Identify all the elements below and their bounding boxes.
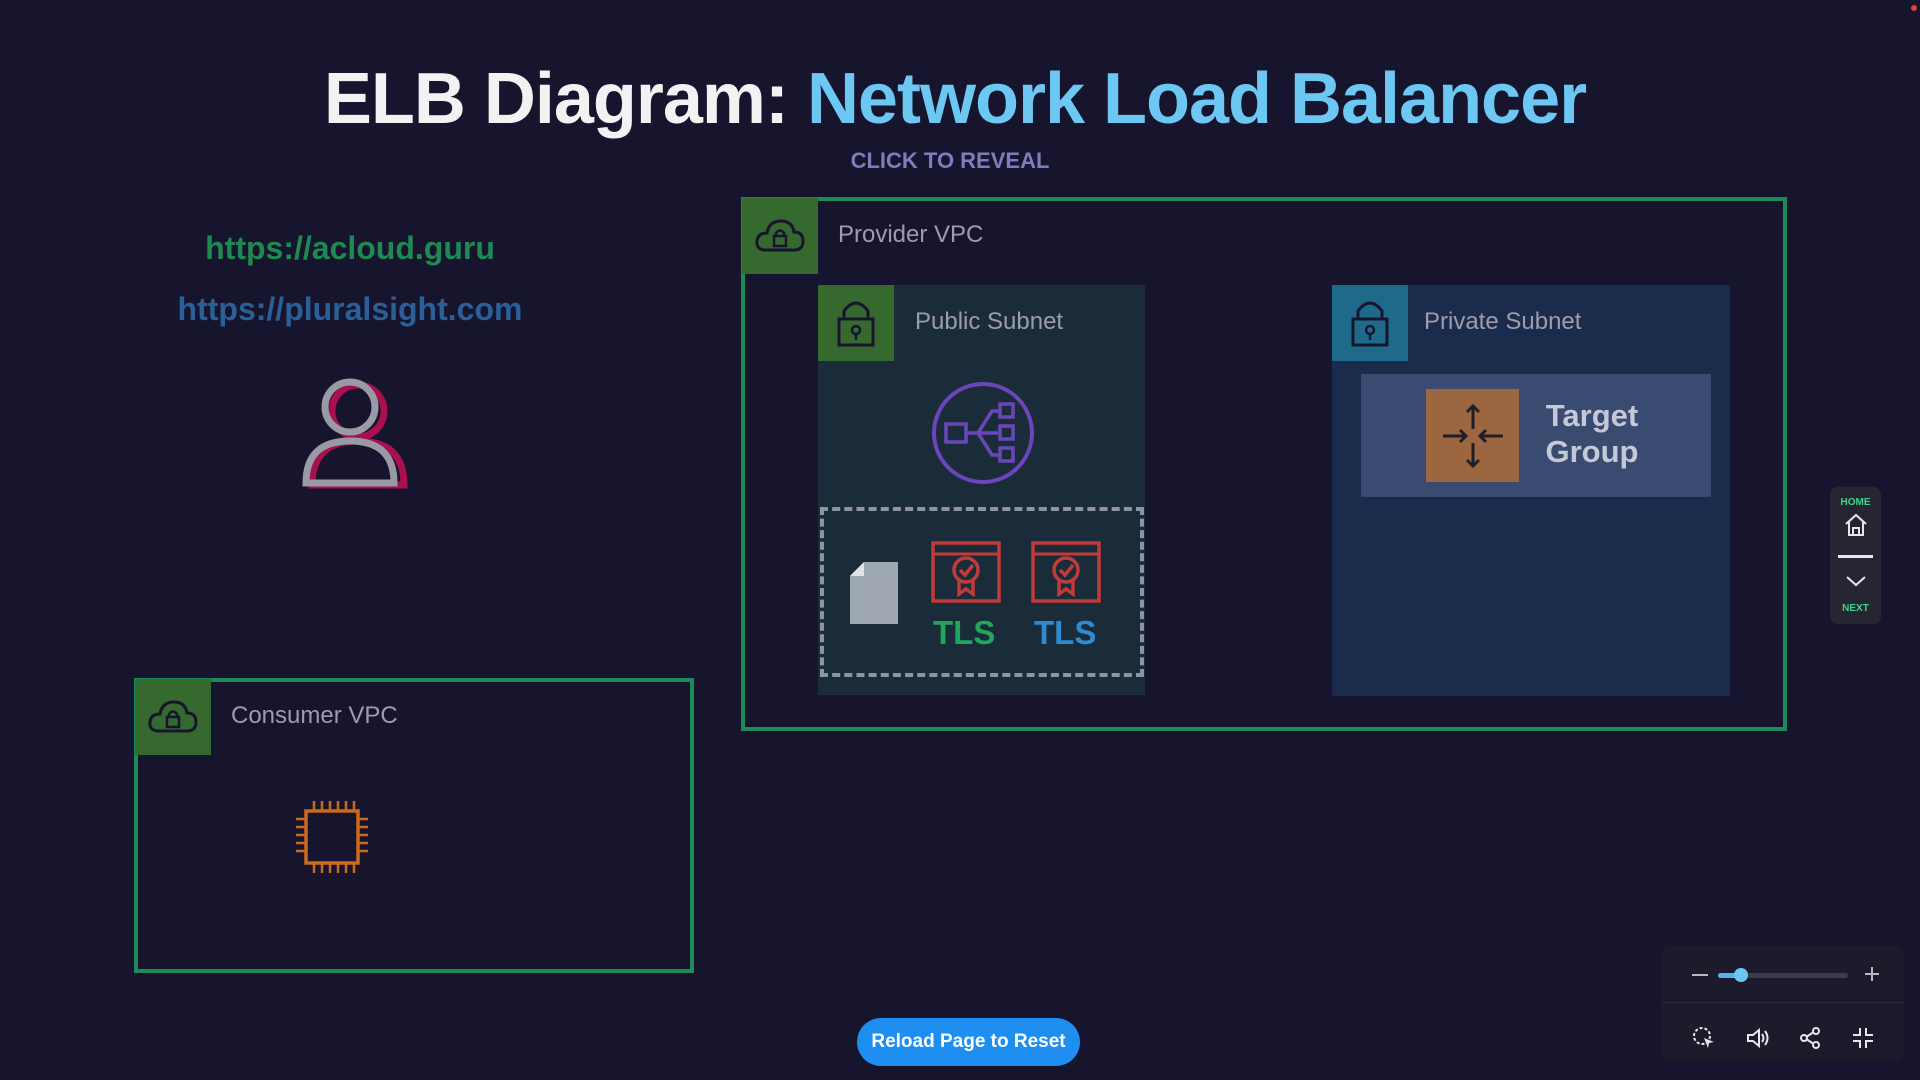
cloud-lock-icon: [135, 679, 211, 755]
load-balancer-icon: [930, 380, 1036, 486]
target-group-icon: [1426, 389, 1519, 482]
volume-icon[interactable]: [1745, 1026, 1771, 1050]
consumer-vpc-box: [134, 678, 694, 973]
ec2-instance-icon: [292, 798, 372, 876]
title-accent: Network Load Balancer: [806, 59, 1587, 139]
tls-label-blue: TLS: [1034, 614, 1097, 651]
home-icon[interactable]: [1842, 511, 1870, 539]
title-prefix: ELB Diagram:: [323, 59, 789, 139]
slide-nav: HOME NEXT: [1830, 487, 1881, 624]
certificate-icon: [1030, 540, 1102, 605]
target-group-card: [1361, 374, 1711, 497]
exit-fullscreen-icon[interactable]: [1851, 1026, 1875, 1050]
document-icon: [848, 560, 900, 626]
recording-indicator: [1911, 5, 1917, 11]
player-controls: [1662, 946, 1904, 1060]
certificate-group: [820, 507, 1144, 677]
public-subnet-label: Public Subnet: [915, 308, 1064, 335]
private-subnet-label: Private Subnet: [1424, 308, 1582, 335]
provider-vpc-box: [741, 197, 1787, 731]
home-label: HOME: [1840, 497, 1871, 508]
page-title: ELB Diagram: Network Load Balancer: [0, 58, 1910, 140]
tls-label-green: TLS: [933, 614, 996, 651]
lock-icon: [1332, 285, 1408, 361]
zoom-in-icon[interactable]: [1864, 966, 1880, 982]
zoom-out-icon[interactable]: [1692, 974, 1708, 976]
nav-divider: [1838, 555, 1873, 558]
chevron-down-icon[interactable]: [1844, 573, 1868, 589]
consumer-vpc-label: Consumer VPC: [231, 702, 398, 729]
reload-button[interactable]: Reload Page to Reset: [857, 1018, 1080, 1066]
controls-divider: [1662, 1002, 1904, 1003]
click-to-reveal-button[interactable]: CLICK TO REVEAL: [850, 148, 1050, 173]
lock-icon: [818, 285, 894, 361]
target-group-line-1: Target: [1545, 398, 1639, 433]
zoom-slider[interactable]: [1718, 968, 1848, 982]
share-icon[interactable]: [1798, 1026, 1822, 1050]
target-group-label: Target Group: [1532, 398, 1652, 470]
cloud-lock-icon: [742, 198, 818, 274]
pointer-select-icon[interactable]: [1692, 1026, 1716, 1050]
acloud-guru-link[interactable]: https://acloud.guru: [205, 230, 495, 266]
pluralsight-link[interactable]: https://pluralsight.com: [177, 291, 523, 327]
users-icon: [270, 375, 430, 495]
zoom-slider-thumb[interactable]: [1733, 968, 1748, 982]
provider-vpc-label: Provider VPC: [838, 221, 984, 248]
zoom-slider-fill: [1718, 973, 1740, 978]
target-group-line-2: Group: [1545, 434, 1639, 469]
certificate-icon: [930, 540, 1002, 605]
next-label: NEXT: [1842, 603, 1869, 614]
